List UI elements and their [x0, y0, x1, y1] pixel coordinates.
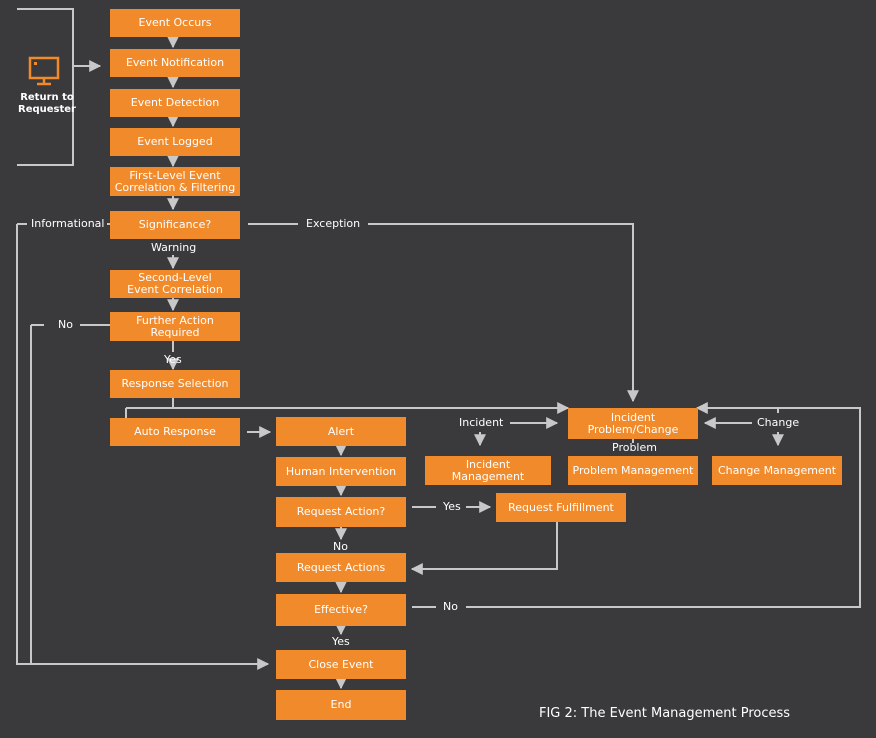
- informational-label: Informational: [28, 218, 108, 230]
- human-intervention-node: Human Intervention: [276, 457, 406, 486]
- incident-management-node: Incident Management: [425, 456, 551, 485]
- warning-label: Warning: [151, 241, 197, 254]
- problem-management-node: Problem Management: [568, 456, 698, 485]
- further-action-yes-label: Yes: [164, 353, 182, 366]
- request-yes-label: Yes: [443, 500, 461, 513]
- exception-label: Exception: [303, 218, 364, 230]
- event-logged-node: Event Logged: [110, 128, 240, 156]
- request-fulfillment-node: Request Fulfillment: [496, 493, 626, 522]
- incident-label: Incident: [459, 416, 504, 429]
- figure-caption: FIG 2: The Event Management Process: [539, 706, 791, 721]
- further-action-no-label: No: [55, 319, 76, 331]
- significance-node: Significance?: [110, 211, 240, 239]
- response-selection-node: Response Selection: [110, 370, 240, 398]
- request-actions-node: Request Actions: [276, 553, 406, 582]
- change-label: Change: [757, 416, 800, 429]
- event-detection-node: Event Detection: [110, 89, 240, 117]
- auto-response-node: Auto Response: [110, 418, 240, 446]
- effective-yes-label: Yes: [332, 635, 350, 648]
- end-node: End: [276, 690, 406, 720]
- alert-node: Alert: [276, 417, 406, 446]
- close-event-node: Close Event: [276, 650, 406, 679]
- event-notification-node: Event Notification: [110, 49, 240, 77]
- request-no-label: No: [333, 540, 348, 553]
- return-to-requester-label: Return to Requester: [18, 92, 76, 115]
- problem-label: Problem: [612, 441, 657, 454]
- change-management-node: Change Management: [712, 456, 842, 485]
- event-occurs-node: Event Occurs: [110, 9, 240, 37]
- effective-node: Effective?: [276, 594, 406, 626]
- monitor-icon: [27, 55, 61, 89]
- request-action-node: Request Action?: [276, 497, 406, 527]
- effective-no-label: No: [443, 600, 458, 613]
